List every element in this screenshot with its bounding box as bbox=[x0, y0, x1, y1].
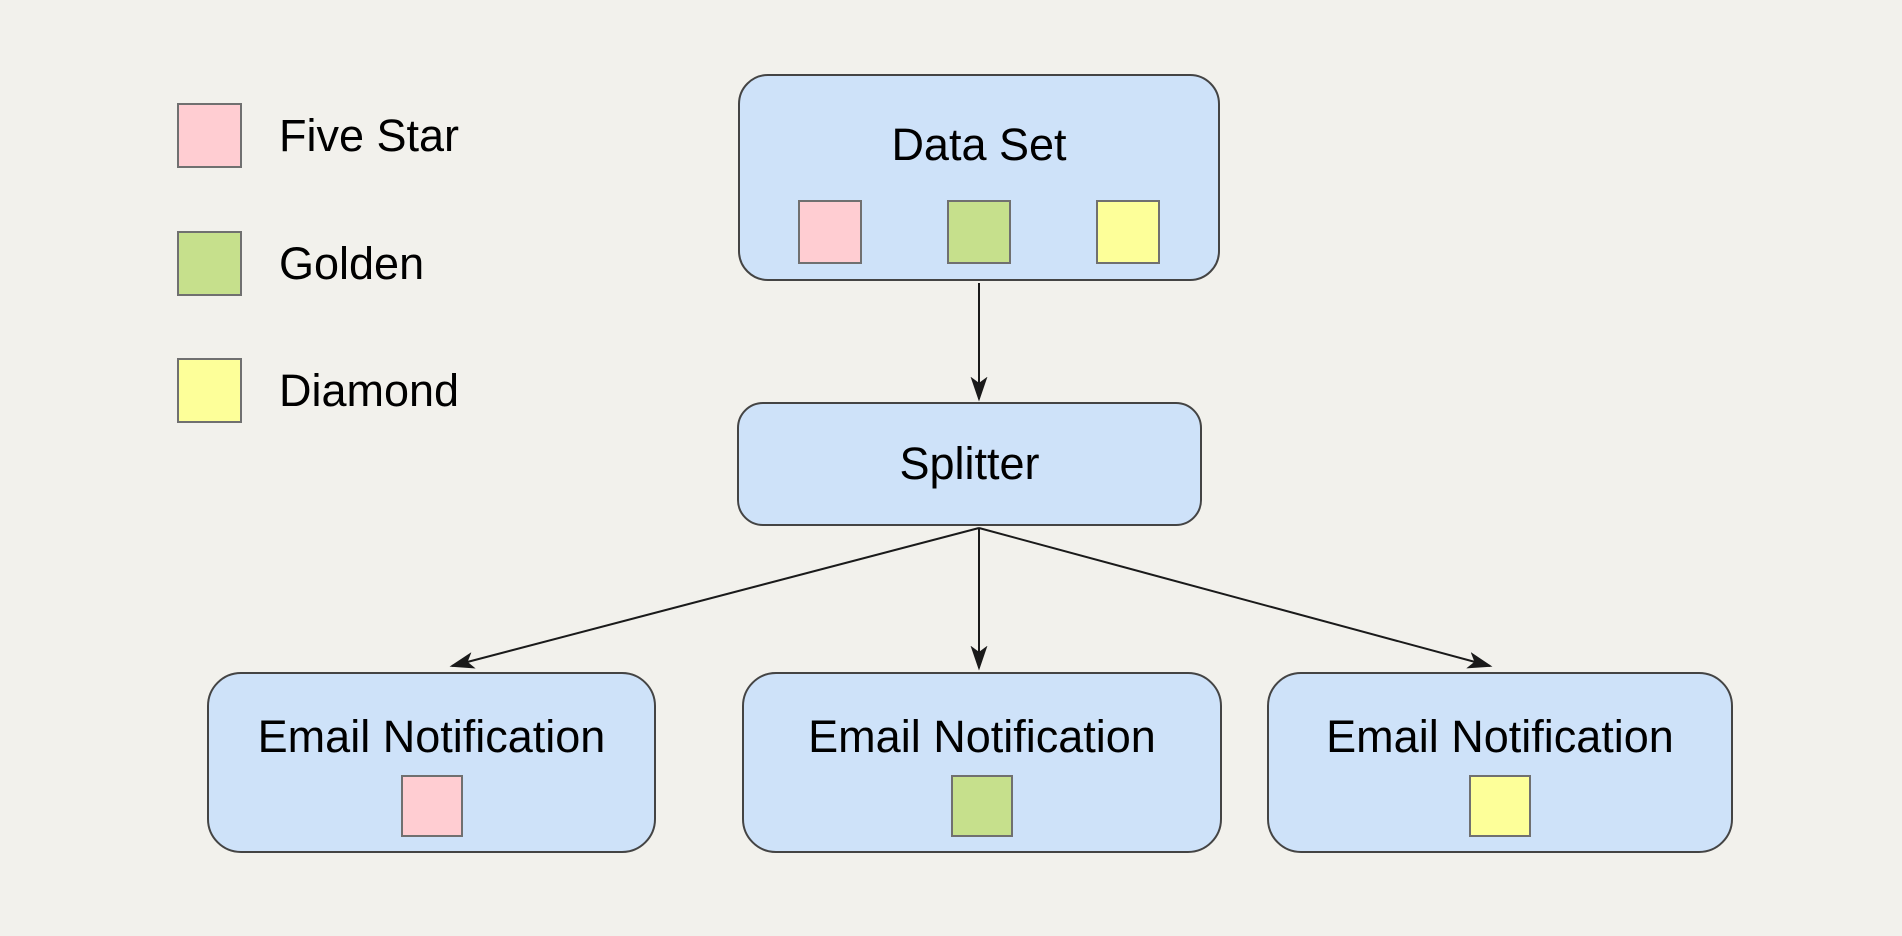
data-set-yellow-swatch bbox=[1096, 199, 1160, 264]
data-set-swatch-row bbox=[798, 199, 1160, 264]
node-splitter-title: Splitter bbox=[899, 438, 1040, 490]
legend-label-golden: Golden bbox=[279, 238, 425, 289]
node-email-green-title: Email Notification bbox=[808, 711, 1156, 762]
edge-splitter-to-email-pink bbox=[452, 527, 980, 666]
node-data-set-title: Data Set bbox=[891, 119, 1067, 170]
node-email-notification-green: Email Notification bbox=[742, 672, 1222, 853]
data-set-pink-swatch bbox=[798, 199, 862, 264]
email-yellow-swatch bbox=[1469, 774, 1531, 837]
legend-label-five-star: Five Star bbox=[279, 110, 460, 161]
email-pink-swatch bbox=[400, 774, 463, 837]
email-green-swatch bbox=[951, 774, 1013, 837]
node-email-notification-yellow: Email Notification bbox=[1267, 672, 1733, 853]
node-email-pink-title: Email Notification bbox=[257, 711, 606, 762]
node-splitter: Splitter bbox=[737, 402, 1202, 526]
diamond-color-swatch bbox=[177, 358, 242, 423]
node-data-set: Data Set bbox=[738, 74, 1220, 281]
legend-item-five-star: Five Star bbox=[177, 103, 459, 168]
edge-splitter-to-email-yellow bbox=[978, 527, 1490, 666]
node-email-notification-pink: Email Notification bbox=[207, 672, 656, 853]
legend-item-diamond: Diamond bbox=[177, 358, 459, 423]
node-email-yellow-title: Email Notification bbox=[1326, 711, 1674, 762]
legend-item-golden: Golden bbox=[177, 231, 424, 296]
data-set-green-swatch bbox=[947, 199, 1011, 264]
legend-label-diamond: Diamond bbox=[279, 365, 460, 416]
golden-color-swatch bbox=[177, 231, 242, 296]
five-star-color-swatch bbox=[177, 103, 242, 168]
